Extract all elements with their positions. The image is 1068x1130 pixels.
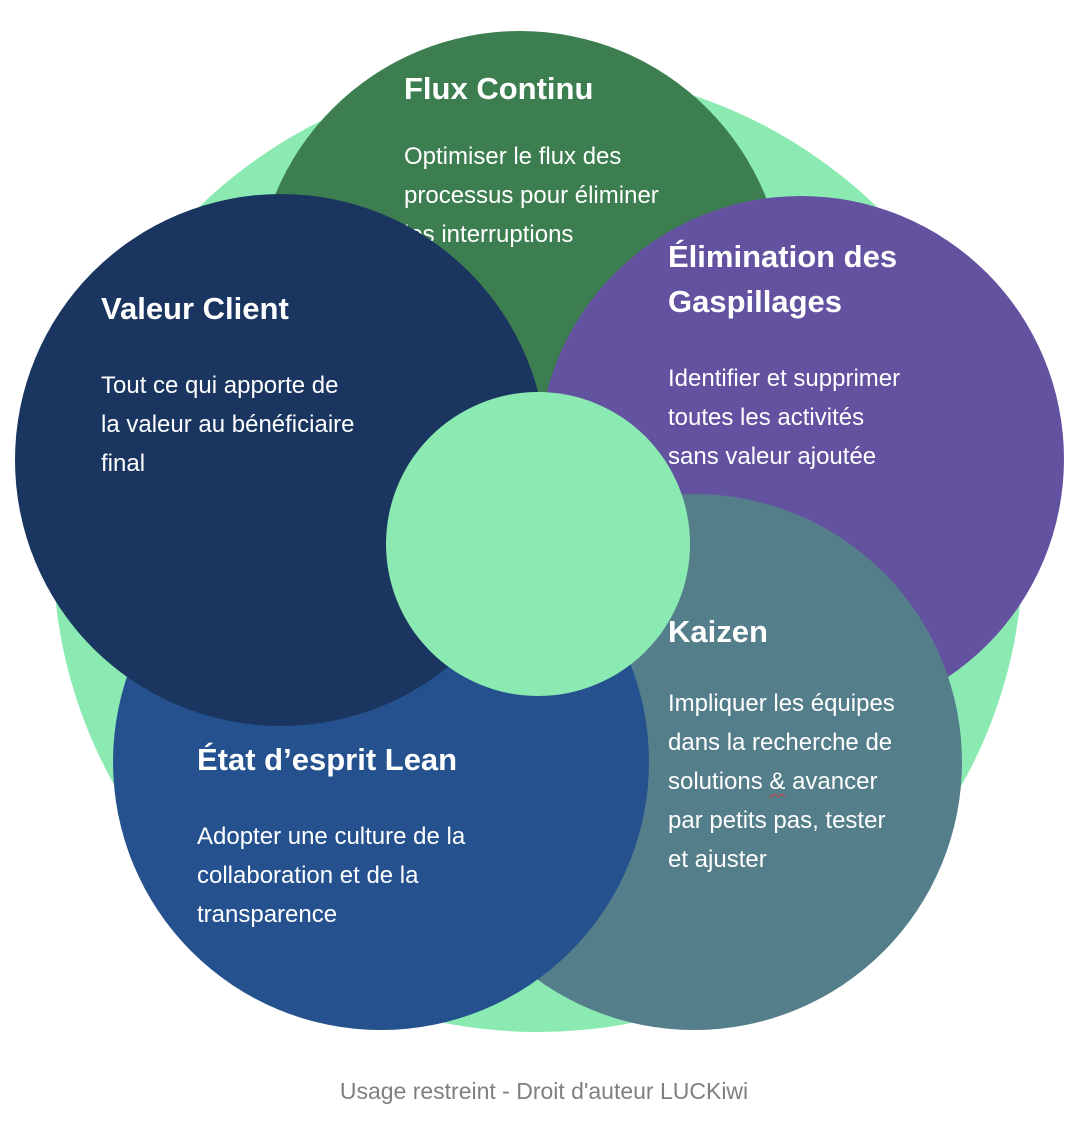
etat-esprit-lean-title: État d’esprit Lean [197, 737, 465, 782]
body-line: processus pour éliminer [404, 182, 659, 209]
etat-esprit-lean-section: État d’esprit Lean Adopter une culture d… [197, 737, 465, 934]
title-line: État d’esprit Lean [197, 742, 458, 777]
body-line: Impliquer les équipes [668, 690, 895, 717]
center-circle [386, 392, 690, 696]
valeur-client-title: Valeur Client [101, 286, 355, 331]
body-line: dans la recherche de [668, 729, 893, 756]
body-line: transparence [197, 901, 338, 928]
etat-esprit-lean-description: Adopter une culture de la collaboration … [197, 817, 465, 934]
title-line: Élimination des [668, 239, 898, 274]
valeur-client-section: Valeur Client Tout ce qui apporte de la … [101, 286, 355, 483]
title-line: Gaspillages [668, 284, 843, 319]
title-line: Flux Continu [404, 71, 594, 106]
elimination-gaspillages-section: Élimination des Gaspillages Identifier e… [668, 234, 900, 476]
body-line: la valeur au bénéficiaire [101, 411, 355, 438]
title-line: Valeur Client [101, 291, 289, 326]
body-line: Tout ce qui apporte de [101, 372, 339, 399]
body-fragment: solutions [668, 768, 770, 795]
flux-continu-section: Flux Continu Optimiser le flux des proce… [404, 66, 659, 254]
title-line: Kaizen [668, 614, 768, 649]
body-line: collaboration et de la [197, 862, 419, 889]
copyright-footer: Usage restreint - Droit d'auteur LUCKiwi [339, 1078, 749, 1104]
body-line: et ajuster [668, 846, 767, 873]
kaizen-title: Kaizen [668, 609, 895, 654]
body-line: solutions & avancer [668, 762, 895, 801]
body-line: Identifier et supprimer [668, 365, 901, 392]
elimination-gaspillages-title: Élimination des Gaspillages [668, 234, 900, 324]
body-fragment: avancer [785, 768, 878, 795]
body-line: final [101, 450, 146, 477]
body-line: toutes les activités [668, 404, 865, 431]
spellcheck-flagged-ampersand[interactable]: & [769, 768, 786, 795]
kaizen-description: Impliquer les équipes dans la recherche … [668, 684, 895, 879]
elimination-gaspillages-description: Identifier et supprimer toutes les activ… [668, 359, 900, 476]
kaizen-section: Kaizen Impliquer les équipes dans la rec… [668, 609, 895, 879]
body-line: Adopter une culture de la [197, 823, 466, 850]
flux-continu-description: Optimiser le flux des processus pour éli… [404, 137, 659, 254]
body-line: par petits pas, tester [668, 807, 886, 834]
body-line: sans valeur ajoutée [668, 443, 877, 470]
body-line: Optimiser le flux des [404, 143, 622, 170]
flux-continu-title: Flux Continu [404, 66, 659, 111]
valeur-client-description: Tout ce qui apporte de la valeur au béné… [101, 366, 355, 483]
